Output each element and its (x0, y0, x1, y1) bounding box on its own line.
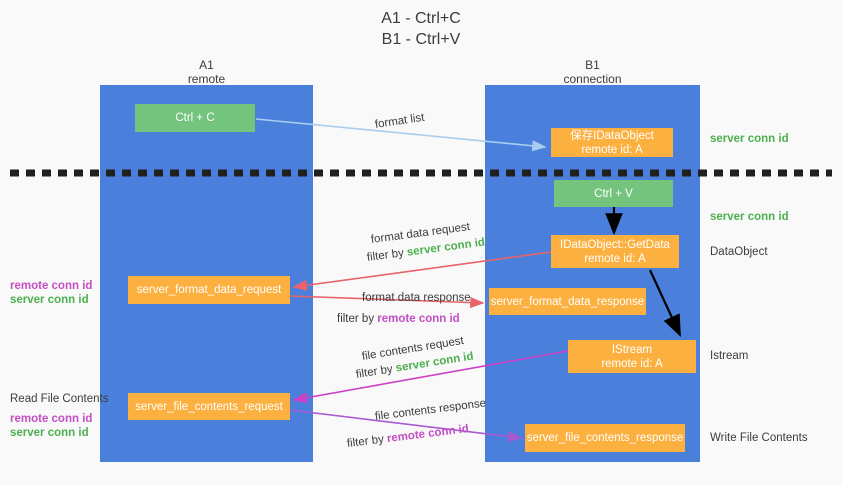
right-annotation-text-4: Write File Contents (710, 432, 808, 444)
box-ctrl-v[interactable]: Ctrl + V (554, 180, 673, 207)
remote-conn-id-token-1: remote conn id (377, 313, 460, 325)
box-save-idataobject[interactable]: 保存IDataObject remote id: A (551, 128, 673, 157)
box-server-file-contents-response-label: server_file_contents_response (526, 432, 684, 444)
right-annotation-server-conn-id-2: server conn id (710, 210, 789, 224)
right-annotation-text-2: DataObject (710, 246, 768, 258)
title-line-2: B1 - Ctrl+V (381, 31, 461, 48)
column-header-a1: A1 remote (100, 58, 313, 86)
edge-label-format-data-response: format data response (362, 291, 471, 305)
column-a1-role: remote (187, 72, 226, 86)
box-getdata-line2: remote id: A (584, 252, 646, 265)
filter-by-label-3: filter by (355, 363, 394, 381)
column-a1-name: A1 (199, 58, 214, 72)
left-read-file-contents-text: Read File Contents (10, 393, 109, 405)
edge-label-file-contents-response: file contents response (374, 396, 487, 424)
box-server-file-contents-request-label: server_file_contents_request (135, 400, 283, 413)
box-server-format-data-response-label: server_format_data_response (490, 295, 645, 308)
box-ctrl-v-label: Ctrl + V (594, 187, 633, 200)
box-save-idataobject-line1: 保存IDataObject (570, 129, 654, 142)
right-annotation-dataobject: DataObject (710, 245, 768, 259)
filter-by-label-1: filter by (366, 247, 405, 264)
box-ctrl-c[interactable]: Ctrl + C (135, 104, 255, 132)
left-group1-remote: remote conn id (10, 280, 93, 292)
filter-by-label-4: filter by (346, 433, 385, 450)
box-ctrl-c-label: Ctrl + C (175, 112, 215, 124)
box-server-file-contents-request[interactable]: server_file_contents_request (128, 393, 290, 420)
right-annotation-write-file-contents: Write File Contents (710, 431, 808, 445)
box-istream-line2: remote id: A (601, 357, 663, 370)
edge-label-format-list: format list (374, 111, 425, 132)
edge-label-format-data-response-text: format data response (362, 292, 471, 304)
right-annotation-text-1: server conn id (710, 211, 789, 223)
right-annotation-server-conn-id-1: server conn id (710, 132, 789, 146)
box-server-format-data-response[interactable]: server_format_data_response (489, 288, 646, 315)
left-group1-server: server conn id (10, 294, 89, 306)
remote-conn-id-token-2: remote conn id (386, 423, 470, 446)
left-group2-remote: remote conn id (10, 413, 93, 425)
right-annotation-text-0: server conn id (710, 133, 789, 145)
box-istream[interactable]: IStream remote id: A (568, 340, 696, 373)
box-getdata-line1: IDataObject::GetData (560, 238, 670, 251)
left-annotation-read-file-contents: Read File Contents (10, 392, 108, 406)
left-group2-server: server conn id (10, 427, 89, 439)
edge-label-format-list-text: format list (374, 111, 426, 131)
filter-by-label-2: filter by (337, 313, 375, 325)
title-line-1: A1 - Ctrl+C (381, 10, 461, 27)
box-server-format-data-request-label: server_format_data_request (136, 284, 282, 296)
box-server-file-contents-response[interactable]: server_file_contents_response (525, 424, 685, 452)
left-annotation-remote-conn-id-2: remote conn id (10, 412, 92, 426)
edge-filter-file-contents-response: filter by remote conn id (346, 422, 470, 451)
page-title: A1 - Ctrl+C B1 - Ctrl+V (0, 8, 842, 50)
right-annotation-istream: Istream (710, 349, 748, 363)
left-annotation-remote-conn-id-1: remote conn id (10, 279, 92, 293)
box-server-format-data-request[interactable]: server_format_data_request (128, 276, 290, 304)
column-b1-role: connection (563, 72, 622, 86)
box-save-idataobject-line2: remote id: A (581, 143, 643, 156)
box-idataobject-getdata[interactable]: IDataObject::GetData remote id: A (551, 235, 679, 268)
left-annotation-server-conn-id-1: server conn id (10, 293, 89, 307)
edge-filter-format-data-response: filter by remote conn id (337, 312, 460, 326)
box-istream-line1: IStream (611, 343, 653, 356)
column-b1-name: B1 (585, 58, 600, 72)
left-annotation-server-conn-id-2: server conn id (10, 426, 89, 440)
column-header-b1: B1 connection (485, 58, 700, 86)
right-annotation-text-3: Istream (710, 350, 749, 362)
edge-label-file-contents-response-text: file contents response (374, 397, 487, 423)
